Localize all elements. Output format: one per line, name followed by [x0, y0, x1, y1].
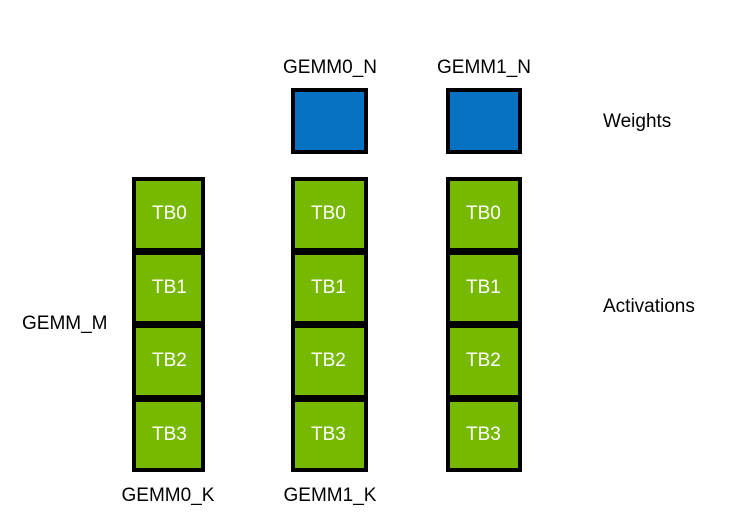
tb-cell: TB1	[446, 250, 522, 325]
gemm0-n-label-line1: GEMM0_N	[283, 57, 377, 78]
tb-cell: TB3	[132, 397, 205, 472]
tb-cell: TB1	[132, 250, 205, 325]
tb-cell: TB0	[291, 177, 368, 252]
tb-cell-label: TB0	[311, 203, 346, 225]
tb-cell-label: TB0	[466, 203, 501, 225]
gemm0-activation-column-left: TB0 TB1 TB2 TB3	[132, 177, 205, 472]
tb-cell: TB1	[291, 250, 368, 325]
tb-cell-label: TB2	[466, 350, 501, 372]
tb-cell: TB0	[132, 177, 205, 252]
tb-cell-label: TB2	[311, 350, 346, 372]
tb-cell-label: TB0	[152, 203, 187, 225]
gemm1-weight-block	[446, 88, 522, 154]
activations-row-label: Activations	[603, 296, 695, 317]
tb-cell: TB2	[446, 324, 522, 399]
gemm1-n-label-line1: GEMM1_N	[437, 57, 531, 78]
tb-cell-label: TB3	[466, 423, 501, 445]
tb-cell: TB2	[291, 324, 368, 399]
gemm0-k-label: GEMM0_K	[121, 485, 215, 506]
tb-cell-label: TB1	[466, 276, 501, 298]
gemm-m-label: GEMM_M	[22, 313, 108, 334]
gemm1-activation-column-right: TB0 TB1 TB2 TB3	[446, 177, 522, 472]
weights-row-label: Weights	[603, 111, 672, 132]
tb-cell-label: TB3	[311, 423, 346, 445]
gemm1-k-label: GEMM1_K	[283, 485, 377, 506]
tb-cell: TB3	[446, 397, 522, 472]
tb-cell: TB2	[132, 324, 205, 399]
gemm0-weight-block	[291, 88, 368, 154]
tb-cell-label: TB3	[152, 423, 187, 445]
tb-cell: TB3	[291, 397, 368, 472]
tb-cell: TB0	[446, 177, 522, 252]
tb-cell-label: TB2	[152, 350, 187, 372]
tb-cell-label: TB1	[311, 276, 346, 298]
gemm0-activation-column-middle: TB0 TB1 TB2 TB3	[291, 177, 368, 472]
tb-cell-label: TB1	[152, 276, 187, 298]
